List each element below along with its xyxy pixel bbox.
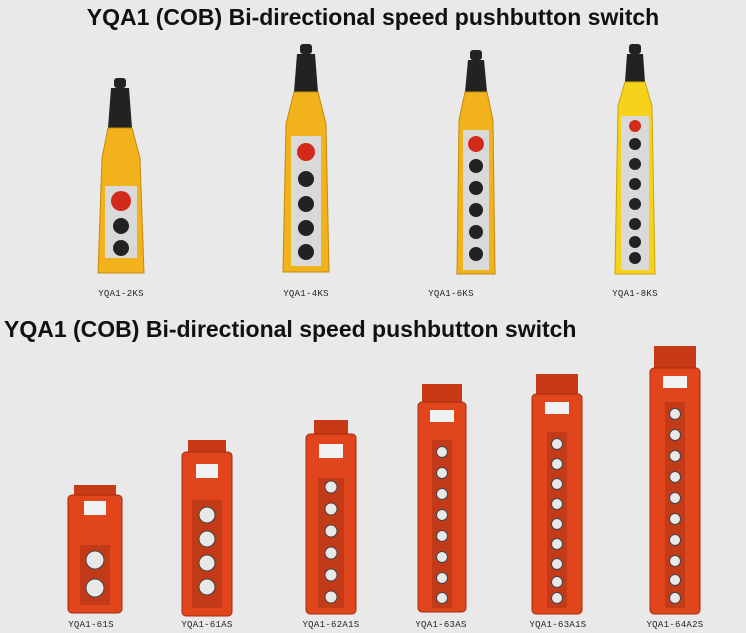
product-yqa1-4ks xyxy=(282,44,330,273)
product-yqa1-64a2s xyxy=(649,346,701,615)
caption-yqa1-61s: YQA1-61S xyxy=(68,620,114,630)
product-yqa1-63as xyxy=(417,384,467,613)
product-yqa1-8ks xyxy=(614,44,656,275)
product-yqa1-6ks xyxy=(456,50,496,275)
caption-yqa1-2ks: YQA1-2KS xyxy=(98,289,144,299)
caption-yqa1-64a2s: YQA1-64A2S xyxy=(646,620,704,630)
caption-yqa1-61as: YQA1-61AS xyxy=(181,620,233,630)
caption-yqa1-4ks: YQA1-4KS xyxy=(283,289,329,299)
caption-yqa1-8ks: YQA1-8KS xyxy=(612,289,658,299)
caption-yqa1-63a1s: YQA1-63A1S xyxy=(529,620,587,630)
caption-yqa1-63as: YQA1-63AS xyxy=(415,620,467,630)
product-yqa1-62a1s xyxy=(305,420,357,615)
product-yqa1-61s xyxy=(67,485,123,614)
product-yqa1-61as xyxy=(181,440,233,617)
product-yqa1-2ks xyxy=(97,78,145,274)
page-title-bottom: YQA1 (COB) Bi-directional speed pushbutt… xyxy=(4,316,577,342)
caption-yqa1-6ks: YQA1-6KS xyxy=(428,289,474,299)
page-title-top: YQA1 (COB) Bi-directional speed pushbutt… xyxy=(86,4,660,30)
product-yqa1-63a1s xyxy=(531,374,583,615)
caption-yqa1-62a1s: YQA1-62A1S xyxy=(302,620,360,630)
